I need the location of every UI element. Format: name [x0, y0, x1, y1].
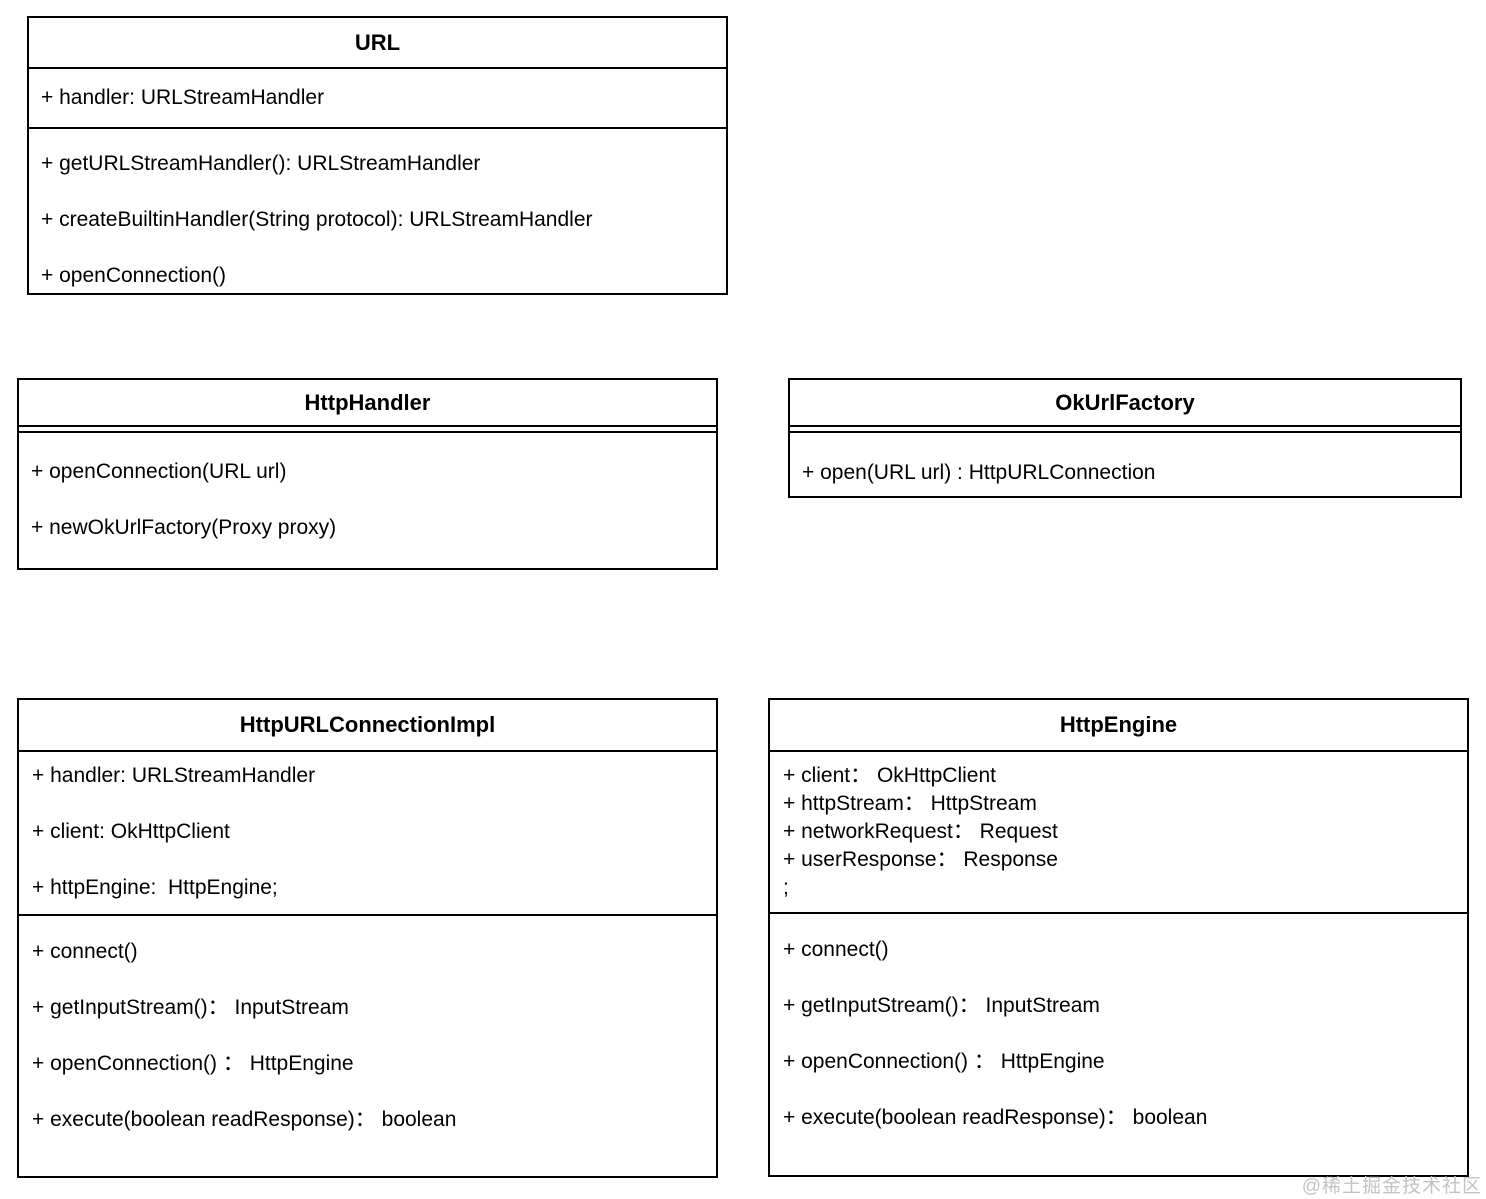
class-methods-section: + getURLStreamHandler(): URLStreamHandle… [29, 129, 726, 293]
watermark: @稀土掘金技术社区 [1301, 1176, 1482, 1197]
class-attributes-section-empty [19, 427, 716, 433]
method-line: + openConnection(URL url) [31, 460, 287, 483]
attribute-line: + httpEngine: HttpEngine; [32, 876, 278, 899]
method-line: + getInputStream()： InputStream [783, 994, 1100, 1017]
class-attributes-section: + handler: URLStreamHandler + client: Ok… [19, 752, 716, 916]
class-box-httpurlconnectionimpl: HttpURLConnectionImpl + handler: URLStre… [17, 698, 718, 1178]
attribute-line: + handler: URLStreamHandler [41, 86, 325, 109]
method-line: + execute(boolean readResponse)： boolean [32, 1108, 457, 1131]
attribute-line: + client: OkHttpClient [32, 820, 230, 843]
class-title: HttpEngine [770, 700, 1467, 752]
class-box-okurlfactory: OkUrlFactory + open(URL url) : HttpURLCo… [788, 378, 1462, 498]
method-line: + connect() [32, 940, 138, 963]
class-methods-section: + connect() + getInputStream()： InputStr… [19, 916, 716, 1176]
method-line: + getURLStreamHandler(): URLStreamHandle… [41, 152, 481, 175]
class-title: URL [29, 18, 726, 69]
class-methods-section: + openConnection(URL url) + newOkUrlFact… [19, 433, 716, 568]
class-title: HttpURLConnectionImpl [19, 700, 716, 752]
class-box-httphandler: HttpHandler + openConnection(URL url) + … [17, 378, 718, 570]
method-line: + execute(boolean readResponse)： boolean [783, 1106, 1208, 1129]
class-methods-section: + open(URL url) : HttpURLConnection [790, 433, 1460, 496]
method-line: + newOkUrlFactory(Proxy proxy) [31, 516, 337, 539]
class-attributes-section: + handler: URLStreamHandler [29, 69, 726, 129]
method-line: + open(URL url) : HttpURLConnection [802, 461, 1156, 484]
class-methods-section: + connect() + getInputStream()： InputStr… [770, 914, 1467, 1175]
class-title: OkUrlFactory [790, 380, 1460, 427]
class-box-url: URL + handler: URLStreamHandler + getURL… [27, 16, 728, 295]
method-line: + connect() [783, 938, 889, 961]
class-attributes-section-empty [790, 427, 1460, 433]
method-line: + getInputStream()： InputStream [32, 996, 349, 1019]
attribute-line: + handler: URLStreamHandler [32, 764, 316, 787]
method-line: + openConnection() ： HttpEngine [32, 1052, 354, 1075]
class-box-httpengine: HttpEngine + client： OkHttpClient + http… [768, 698, 1469, 1177]
method-line: + openConnection() [41, 264, 227, 287]
method-line: + openConnection() ： HttpEngine [783, 1050, 1105, 1073]
attribute-line: + userResponse： Response [783, 848, 1058, 871]
class-attributes-section: + client： OkHttpClient + httpStream： Htt… [770, 752, 1467, 914]
method-line: + createBuiltinHandler(String protocol):… [41, 208, 593, 231]
attribute-line: ; [783, 876, 789, 899]
class-title: HttpHandler [19, 380, 716, 427]
attribute-line: + networkRequest： Request [783, 820, 1058, 843]
attribute-line: + client： OkHttpClient [783, 764, 996, 787]
attribute-line: + httpStream： HttpStream [783, 792, 1037, 815]
